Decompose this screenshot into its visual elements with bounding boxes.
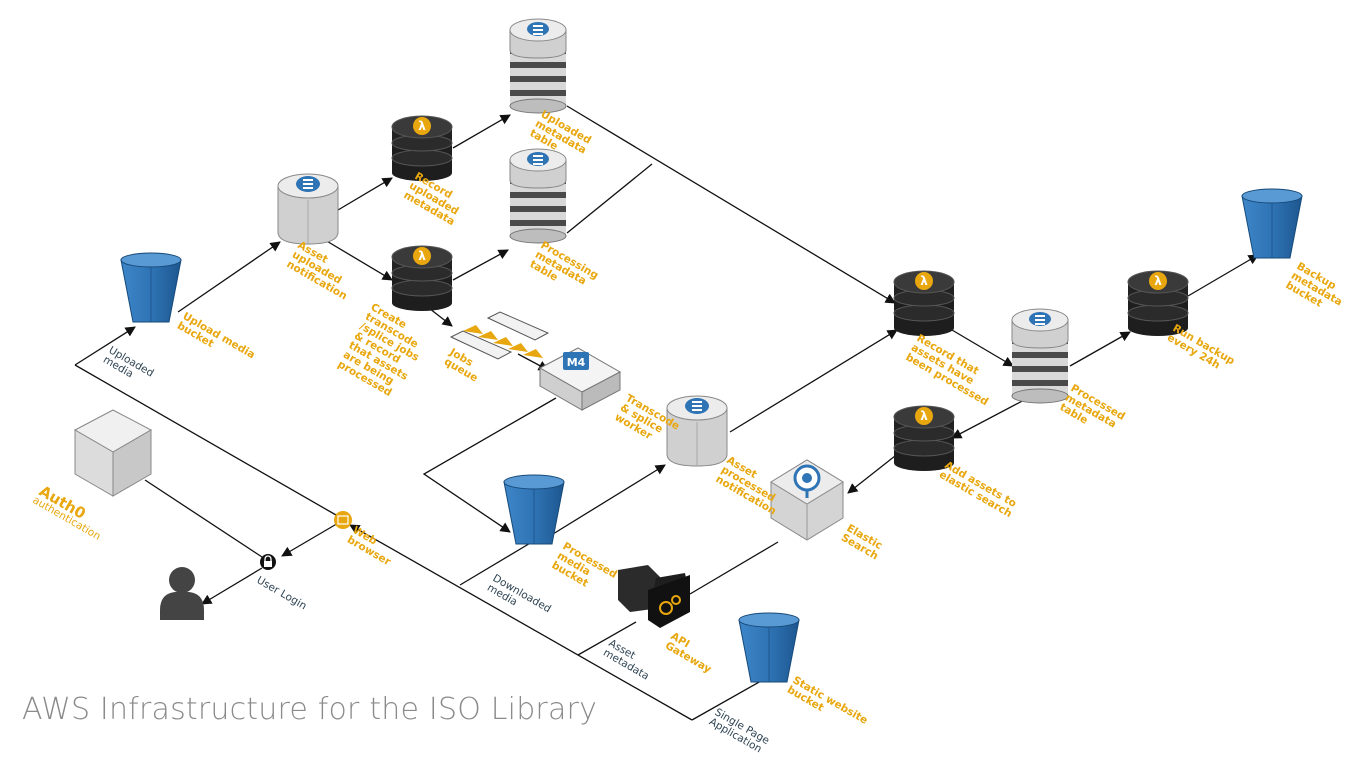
record-processed-label: Record thatassets havebeen processed — [904, 332, 1002, 408]
lambda-icon — [915, 272, 933, 290]
edge-bucket-to-notification — [177, 241, 281, 313]
lambda-icon — [413, 247, 431, 265]
edge-processing-table-join — [566, 163, 653, 234]
uploaded-metadata-table — [509, 18, 567, 114]
edge-downloaded-media — [459, 541, 533, 586]
upload-media-bucket — [120, 252, 182, 323]
edge-auth0-to-login — [144, 479, 263, 558]
elastic-search — [770, 459, 844, 541]
downloaded-media-label: Downloadedmedia — [485, 572, 553, 625]
edge-processed-table-to-add-assets — [951, 397, 1029, 439]
s3-bucket-icon — [503, 474, 565, 545]
svg-text:λ: λ — [1154, 274, 1162, 288]
browser-icon — [337, 515, 349, 525]
user-icon — [160, 567, 204, 620]
lock-icon — [264, 561, 272, 567]
edge-login-to-user — [201, 567, 263, 605]
processing-metadata-table — [509, 148, 567, 244]
user-login-node — [260, 554, 276, 570]
edge-uploaded-table-to-record-processed — [566, 105, 896, 304]
edge-uploaded-media-up — [74, 326, 136, 366]
static-website-bucket — [738, 612, 800, 683]
run-backup-label: Run backupevery 24h — [1165, 322, 1237, 377]
transcode-worker: M4 — [538, 347, 622, 411]
lambda-icon — [1149, 272, 1167, 290]
edge-add-assets-to-elastic — [847, 455, 896, 494]
worker-badge — [563, 352, 589, 370]
edge-backup-to-bucket — [1187, 254, 1259, 297]
gears-icon — [659, 595, 681, 615]
processed-metadata-table — [1011, 308, 1069, 404]
jobs-queue — [449, 311, 550, 360]
processing-table-label: Processingmetadatatable — [528, 239, 601, 301]
edge-notification-to-create — [324, 239, 393, 281]
web-browser-node — [334, 511, 352, 529]
add-assets-label: Add assets toelastic search — [937, 459, 1019, 520]
svg-text:λ: λ — [418, 119, 426, 133]
s3-bucket-icon — [738, 612, 800, 683]
edge-processed-table-to-backup — [1069, 331, 1131, 367]
edge-uploaded-media-to-browser — [74, 364, 337, 516]
edge-asset-processed-to-record — [729, 329, 898, 433]
edge-elastic-to-api — [689, 541, 779, 595]
record-uploaded-lambda: λ — [391, 115, 453, 181]
asset-uploaded-label: Assetuploadednotification — [285, 239, 361, 302]
record-processed-lambda: λ — [893, 270, 955, 336]
backup-metadata-bucket — [1241, 188, 1303, 259]
edge-processed-bucket-to-asset-processed — [539, 464, 666, 543]
processed-bucket-label: Processedmediabucket — [550, 540, 619, 600]
asset-uploaded-notification — [277, 173, 339, 245]
uploaded-media-label: Uploadedmedia — [101, 344, 156, 389]
api-gateway-label: APIGateway — [663, 630, 719, 676]
s3-bucket-icon — [1241, 188, 1303, 259]
svg-text:λ: λ — [418, 249, 426, 263]
edge-static-bucket — [691, 676, 769, 721]
create-jobs-label: Createtranscode/splice jobs& recordthat … — [336, 301, 432, 402]
svg-text:M4: M4 — [567, 356, 586, 369]
jobs-queue-label: Jobsqueue — [441, 346, 485, 385]
upload-bucket-label: Upload mediabucket — [175, 310, 257, 371]
backup-bucket-label: Backupmetadatabucket — [1284, 260, 1350, 318]
asset-processed-notification — [666, 395, 728, 467]
lambda-icon — [915, 407, 933, 425]
add-assets-lambda: λ — [893, 405, 955, 471]
run-backup-lambda: λ — [1127, 270, 1189, 336]
svg-text:λ: λ — [920, 409, 928, 423]
svg-text:λ: λ — [920, 274, 928, 288]
auth0-cube — [73, 409, 153, 497]
user-login-label: User Login — [255, 574, 309, 612]
elastic-label: ElasticSearch — [839, 522, 886, 562]
edge-record-to-uploaded-table — [452, 114, 511, 149]
edge-notification-to-record — [337, 177, 393, 211]
edge-asset-metadata — [577, 621, 637, 656]
api-gateway — [618, 565, 690, 628]
asset-metadata-label: Assetmetadata — [601, 637, 657, 682]
processed-media-bucket — [503, 474, 565, 545]
page-title: AWS Infrastructure for the ISO Library — [22, 692, 598, 727]
lambda-icon — [413, 117, 431, 135]
spa-label: Single PageApplication — [707, 706, 771, 756]
edge-create-to-processing-table — [452, 249, 509, 281]
create-jobs-lambda: λ — [391, 245, 453, 311]
edge-worker-to-processed-bucket — [422, 397, 557, 533]
static-bucket-label: Static websitebucket — [785, 674, 870, 736]
edge-record-to-processed-table — [951, 329, 1014, 367]
web-browser-label: Webbrowser — [345, 524, 399, 568]
s3-bucket-icon — [120, 252, 182, 323]
edge-spa-to-browser — [349, 524, 693, 721]
edge-browser-to-login — [281, 521, 341, 557]
